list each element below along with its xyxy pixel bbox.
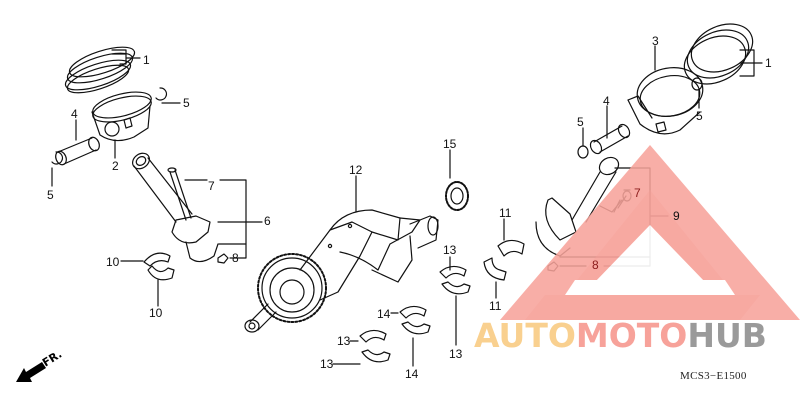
diagram-code: MCS3−E1500: [680, 370, 747, 382]
callout-15: 15: [443, 137, 457, 151]
callout-7: 7: [634, 186, 641, 200]
front-direction-arrow-icon: [16, 362, 46, 382]
bearing-shells-13-14: [359, 265, 471, 363]
callout-8: 8: [592, 258, 599, 272]
piston-rings-right: [683, 23, 754, 85]
piston-left: [91, 91, 152, 142]
callout-5: 5: [696, 109, 703, 123]
callout-12: 12: [349, 163, 363, 177]
callout-14: 14: [405, 367, 419, 381]
callout-4: 4: [603, 94, 610, 108]
piston-right: [627, 67, 704, 135]
callout-10: 10: [106, 255, 120, 269]
callout-14: 14: [377, 307, 391, 321]
callout-11: 11: [489, 299, 502, 313]
callout-5: 5: [577, 115, 584, 129]
callout-13: 13: [449, 347, 463, 361]
callout-13: 13: [337, 334, 351, 348]
callout-2: 2: [112, 159, 119, 173]
callout-1: 1: [143, 53, 150, 67]
sprocket-15: [445, 181, 469, 211]
piston-rings-left: [64, 46, 136, 94]
callout-8: 8: [232, 251, 239, 265]
callout-13: 13: [443, 243, 457, 257]
callout-5: 5: [183, 96, 190, 110]
callout-1: 1: [765, 56, 772, 70]
watermark-auto: AUTO: [474, 316, 576, 355]
callout-13: 13: [320, 357, 334, 371]
callout-5: 5: [47, 188, 54, 202]
callout-7: 7: [208, 179, 215, 193]
watermark-hub: HUB: [687, 316, 767, 355]
piston-pin-left: [55, 136, 100, 166]
watermark-moto: MOTO: [575, 316, 688, 355]
callout-11: 11: [499, 206, 512, 220]
callout-6: 6: [264, 214, 271, 228]
piston-pin-right: [589, 123, 631, 155]
bearing-shells-10: [143, 252, 175, 281]
watermark-logo-icon: [500, 145, 800, 320]
crankshaft: [244, 209, 439, 333]
connecting-rod-left: [132, 152, 229, 264]
callout-4: 4: [71, 107, 78, 121]
callout-9: 9: [673, 209, 680, 223]
callout-10: 10: [149, 306, 163, 320]
callout-3: 3: [652, 34, 659, 48]
bearing-shells-11: [483, 239, 525, 281]
watermark-brand: AUTOMOTOHUB: [474, 316, 767, 356]
